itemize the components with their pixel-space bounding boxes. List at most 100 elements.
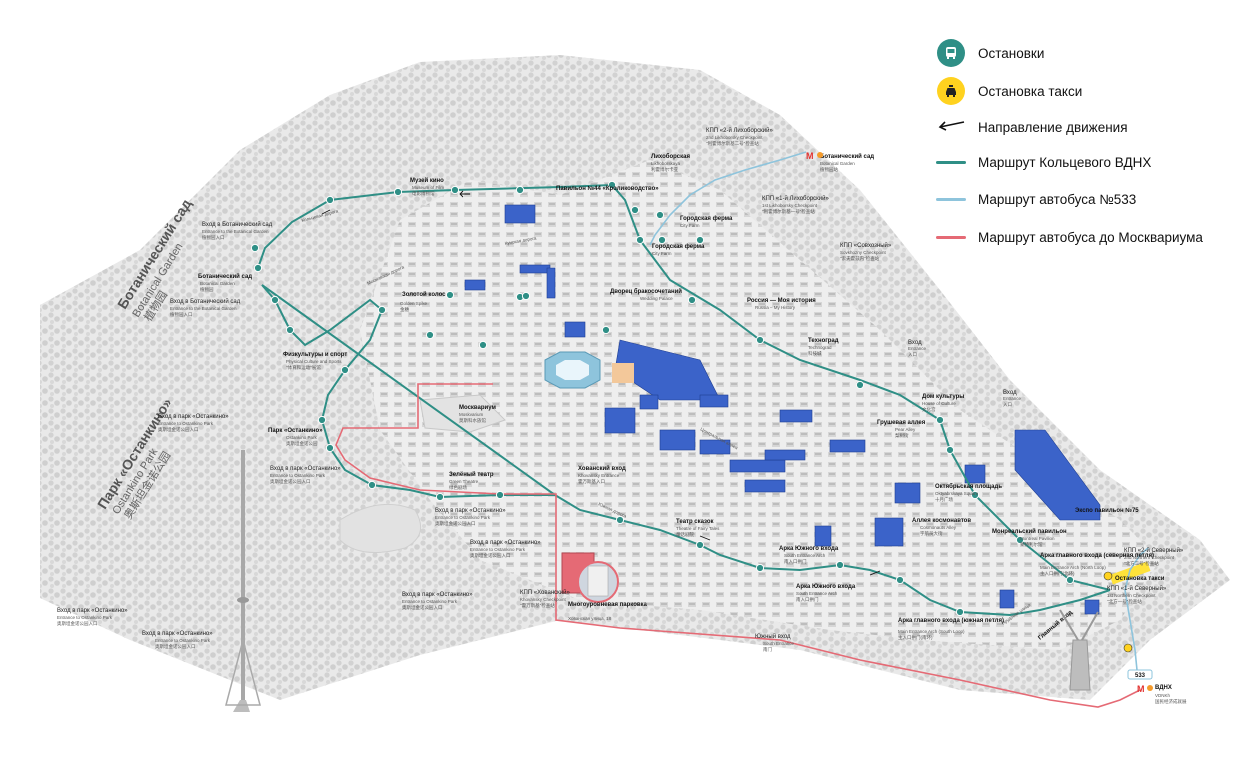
bus-stop-marker[interactable]: [635, 235, 645, 245]
label-yuzhny-vkhod-en: South Entrance: [763, 641, 795, 646]
legend-item-ring-route: Маршрут Кольцевого ВДНХ: [934, 147, 1151, 177]
legend-item-taxi: Остановка такси: [934, 76, 1082, 106]
label-entrance-botanical-cn: 植物园入口: [202, 234, 225, 241]
label-montreal: Монреальский павильон: [992, 528, 1067, 535]
label-entrance-ostankino-3-cn: 奥斯坦金诺公园入口: [435, 520, 476, 527]
bus-stop-marker[interactable]: [450, 185, 460, 195]
bus-stop-marker[interactable]: [285, 325, 295, 335]
bus-stop-marker[interactable]: [945, 445, 955, 455]
bus-stop-marker[interactable]: [340, 365, 350, 375]
label-entrance-ostankino-5-en: Entrance to Ostankino Park: [402, 599, 458, 604]
label-vdnh-cn: 国民经济成就展: [1155, 698, 1187, 705]
label-teatr-skazok-en: Theatre of Fairy Tales: [676, 526, 720, 531]
label-arka-yuzhnogo-2-en: South Entrance Arch: [796, 591, 838, 596]
label-dom-kultury-en: House of Culture: [922, 401, 956, 406]
bus-stop-marker[interactable]: [1065, 575, 1075, 585]
bus-stop-marker[interactable]: [895, 575, 905, 585]
label-museum-kino-en: Museum of Film: [412, 185, 444, 190]
bus-stop-marker[interactable]: [695, 540, 705, 550]
legend-label-taxi: Остановка такси: [978, 83, 1083, 99]
label-arka-yuzhnogo-cn: 南入口拱门: [784, 558, 807, 565]
bus-stop-marker[interactable]: [393, 187, 403, 197]
bus533-route-path: [649, 151, 1149, 671]
moskvarium-route-path: [335, 383, 1141, 708]
svg-text:M: M: [806, 151, 814, 161]
label-entrance-ostankino-4-en: Entrance to Ostankino Park: [470, 547, 526, 552]
label-park-ostankino-cn: 奥斯坦金诺公园: [286, 440, 318, 447]
label-entrance-ostankino-3-en: Entrance to Ostankino Park: [435, 515, 491, 520]
label-pavilion44: Павильон №44 «Кролиководство»: [556, 185, 659, 192]
label-entrance-ostankino-2: Вход в парк «Останкино»: [270, 466, 341, 472]
bus-stop-marker[interactable]: [435, 492, 445, 502]
bus-stop-marker[interactable]: [687, 295, 697, 305]
label-entrance-botanical-2: Вход в Ботанический сад: [170, 298, 241, 305]
bus-stop-marker[interactable]: [695, 235, 705, 245]
bus-stop-marker[interactable]: [253, 263, 263, 273]
label-entrance-ostankino-5: Вход в парк «Останкино»: [402, 592, 473, 598]
bus-stop-marker[interactable]: [317, 415, 327, 425]
bus-stop-marker[interactable]: [325, 443, 335, 453]
label-fizkultura-cn: "体育和运动"展馆: [286, 364, 321, 371]
label-vdnh-en: VDNKh: [1155, 693, 1171, 698]
bus-stop-marker[interactable]: [607, 180, 617, 190]
bus-stop-marker[interactable]: [615, 515, 625, 525]
bus-stop-marker[interactable]: [755, 563, 765, 573]
label-likhoborskaya-cn: 利霍博尔卡亚: [651, 166, 678, 173]
label-kpp-khovansky: КПП «Хованский»: [520, 589, 570, 596]
bus-stop-marker[interactable]: [630, 205, 640, 215]
bus533-line-icon: [936, 197, 966, 201]
bus-stop-marker[interactable]: [1015, 535, 1025, 545]
taxi-stop-marker[interactable]: [1123, 643, 1133, 653]
label-likhoborskaya: Лихоборская: [651, 153, 690, 160]
label-botanical-station-en: Botanical Garden: [820, 161, 855, 166]
label-dvorets-en: Wedding Palace: [640, 296, 673, 301]
bus-stop-marker[interactable]: [655, 210, 665, 220]
label-botanical-stop-cn: 植物园: [200, 286, 214, 293]
legend-item-moskvarium-bus: Маршрут автобуса до Москвариума: [934, 222, 1203, 252]
label-kpp1-severny: КПП «1-й Северный»: [1107, 585, 1167, 592]
label-kpp1-severny-cn: "北方一号"检查站: [1107, 598, 1142, 605]
taxi-stop-marker[interactable]: [1103, 571, 1113, 581]
bus-stop-marker[interactable]: [325, 195, 335, 205]
bus-stop-marker[interactable]: [377, 305, 387, 315]
bus-stop-marker[interactable]: [425, 330, 435, 340]
label-khovansky-vkhod-cn: 霍万斯基入口: [578, 478, 605, 485]
metro-marker-botanical: M: [806, 151, 823, 161]
bus-stop-marker[interactable]: [367, 480, 377, 490]
taxi-icon: [937, 77, 965, 105]
bus-stop-marker[interactable]: [478, 340, 488, 350]
label-arka-severnaya-en: Main Entrance Arch (North Loop): [1040, 565, 1106, 570]
bus-stop-marker[interactable]: [250, 243, 260, 253]
label-kpp-khovansky-en: Khovansky Checkpoint: [520, 597, 567, 602]
label-kpp2-severny: КПП «2-й Северный»: [1124, 547, 1184, 554]
bus-stop-marker[interactable]: [495, 490, 505, 500]
bus-stop-marker[interactable]: [955, 607, 965, 617]
bus-stop-marker[interactable]: [445, 290, 455, 300]
label-technograd-en: Technograd: [808, 345, 832, 350]
label-arka-severnaya: Арка главного входа (северная петля): [1040, 553, 1154, 559]
bus-stop-marker[interactable]: [935, 415, 945, 425]
label-entrance-1-cn: 入口: [908, 352, 917, 358]
label-ostanovka-taksi: Остановка такси: [1115, 576, 1165, 582]
bus-stop-marker[interactable]: [601, 325, 611, 335]
label-botanical-station-cn: 植物园站: [820, 166, 838, 173]
bus-stop-marker[interactable]: [970, 490, 980, 500]
label-arka-yuzhnogo-2: Арка Южного входа: [796, 584, 856, 590]
legend-label-bus533: Маршрут автобуса №533: [978, 191, 1137, 207]
ostankino-tower: [225, 450, 261, 712]
label-arka-yuzhnogo: Арка Южного входа: [779, 546, 839, 552]
bus-stop-marker[interactable]: [657, 235, 667, 245]
bus-stop-marker[interactable]: [270, 295, 280, 305]
bus-stop-marker[interactable]: [515, 185, 525, 195]
bus-stop-marker[interactable]: [755, 335, 765, 345]
bus-stop-marker[interactable]: [855, 380, 865, 390]
bus-stop-marker[interactable]: [521, 291, 531, 301]
legend-item-bus533: Маршрут автобуса №533: [934, 184, 1136, 214]
label-kpp-khovansky-cn: "霍万斯基"检查站: [520, 602, 555, 609]
label-entrance-ostankino-1-en: Entrance to Ostankino Park: [158, 421, 214, 426]
bus-stop-marker[interactable]: [835, 560, 845, 570]
label-entrance-ostankino-7-cn: 奥斯坦金诺公园入口: [155, 643, 196, 650]
label-grushevaya: Грушевая аллея: [877, 420, 926, 426]
